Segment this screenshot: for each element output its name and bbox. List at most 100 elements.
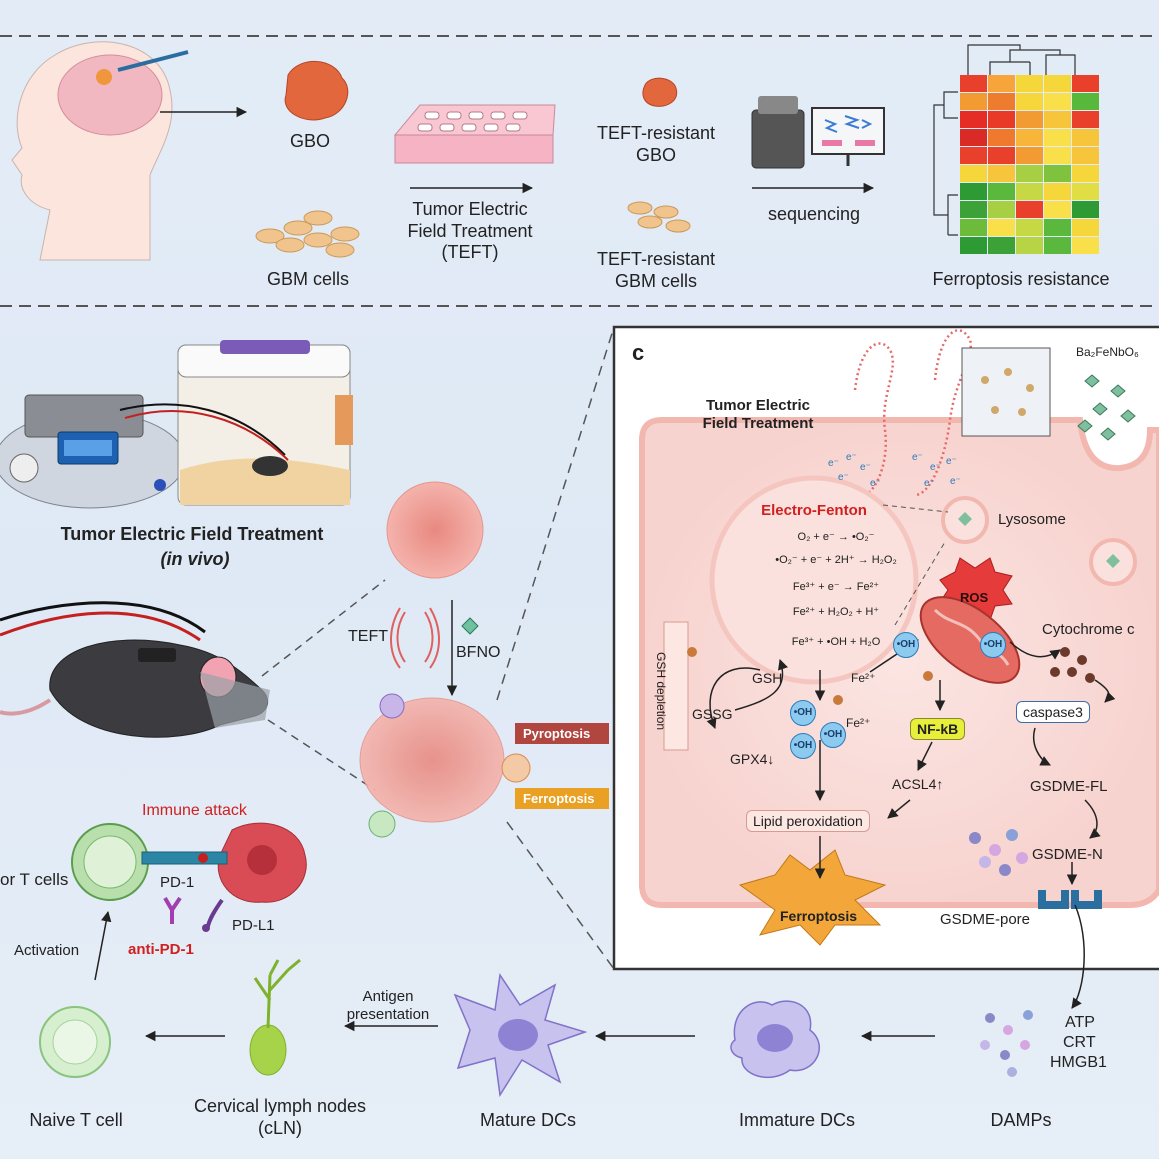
- equation-5: Fe³⁺ + •OH + H₂O: [791, 636, 881, 648]
- hydroxyl-radical-2: •OH: [980, 632, 1006, 658]
- heatmap-cell: [960, 111, 987, 128]
- heatmap-cell: [1016, 237, 1043, 254]
- label-hmgb1: HMGB1: [1050, 1054, 1107, 1071]
- electron-8: e⁻: [924, 478, 935, 489]
- heatmap-cell: [1072, 219, 1099, 236]
- label-naive-t: Naive T cell: [29, 1110, 123, 1130]
- label-ferroptosis-resistance: Ferroptosis resistance: [932, 269, 1110, 289]
- gsh-depletion-box: [663, 621, 689, 751]
- heatmap-cell: [1016, 201, 1043, 218]
- label-teft-resistant-gbm: TEFT-resistant GBM cells: [596, 249, 716, 291]
- well-plate-icon: [393, 104, 556, 164]
- heatmap-cell: [1044, 93, 1071, 110]
- heatmap-dendrogram: [933, 44, 1076, 236]
- heatmap-cell: [988, 165, 1015, 182]
- heatmap-cell: [960, 129, 987, 146]
- label-gbm-cells: GBM cells: [266, 269, 350, 289]
- heatmap-cell: [1016, 219, 1043, 236]
- heatmap-cell: [1072, 165, 1099, 182]
- hydroxyl-radical-3: •OH: [790, 700, 816, 726]
- field-waves-icon: [390, 607, 440, 669]
- heatmap-cell: [988, 219, 1015, 236]
- hydroxyl-radical-1: •OH: [893, 632, 919, 658]
- heatmap-cell: [960, 93, 987, 110]
- label-teft-c: Tumor Electric Field Treatment: [702, 397, 814, 432]
- electron-1: e⁻: [828, 458, 839, 469]
- gbo-organoid-icon: [284, 60, 349, 121]
- bfno-crystal-icon: [461, 617, 479, 635]
- heatmap-cell: [1072, 183, 1099, 200]
- heatmap-cell: [960, 183, 987, 200]
- heatmap-cell: [1072, 201, 1099, 218]
- label-teft-left: TEFT: [348, 628, 388, 645]
- label-lysosome: Lysosome: [998, 511, 1066, 528]
- heatmap-cell: [988, 75, 1015, 92]
- human-head-icon: [11, 41, 189, 261]
- label-bfno: BFNO: [456, 644, 501, 661]
- electron-9: e⁻: [950, 476, 961, 487]
- label-gsdme-fl: GSDME-FL: [1030, 778, 1108, 795]
- heatmap-cell: [1016, 165, 1043, 182]
- label-teft: Tumor Electric Field Treatment (TEFT): [407, 199, 533, 263]
- equation-2: •O₂⁻ + e⁻ + 2H⁺ → H₂O₂: [775, 554, 897, 566]
- label-in-vivo-sub: (in vivo): [160, 549, 230, 569]
- gbm-cells-icon: [255, 210, 360, 258]
- heatmap-cell: [1044, 165, 1071, 182]
- heatmap-cell: [988, 147, 1015, 164]
- heatmap-cell: [1016, 93, 1043, 110]
- heatmap-cell: [1044, 129, 1071, 146]
- label-cln: Cervical lymph nodes (cLN): [193, 1096, 367, 1138]
- label-gsh-depletion: GSH depletion: [654, 652, 668, 731]
- heatmap-cell: [960, 219, 987, 236]
- electron-5: e⁻: [912, 452, 923, 463]
- heatmap-cell: [1044, 183, 1071, 200]
- label-immune-attack: Immune attack: [142, 802, 247, 819]
- label-gssg: GSSG: [692, 706, 733, 722]
- heatmap-cell: [988, 237, 1015, 254]
- lymph-node-icon: [249, 958, 301, 1076]
- heatmap-cell: [1072, 129, 1099, 146]
- electron-7: e⁻: [946, 456, 957, 467]
- heatmap-cell: [1072, 237, 1099, 254]
- heatmap: [960, 75, 1099, 254]
- hydroxyl-radical-5: •OH: [820, 722, 846, 748]
- panel-letter-c: c: [632, 340, 645, 365]
- equation-1: O₂ + e⁻ → •O₂⁻: [797, 531, 875, 543]
- heatmap-cell: [1072, 75, 1099, 92]
- heatmap-cell: [960, 165, 987, 182]
- box-caspase3: caspase3: [1016, 701, 1090, 723]
- heatmap-cell: [1016, 129, 1043, 146]
- heatmap-cell: [1044, 219, 1071, 236]
- label-electro-fenton: Electro-Fenton: [761, 502, 867, 519]
- equation-4: Fe²⁺ + H₂O₂ + H⁺: [792, 606, 880, 618]
- heatmap-cell: [1016, 111, 1043, 128]
- label-gsh: GSH: [752, 670, 783, 686]
- heatmap-cell: [988, 129, 1015, 146]
- anti-pd1-antibody-icon: [163, 896, 182, 924]
- label-in-vivo-title: Tumor Electric Field Treatment: [60, 524, 324, 544]
- heatmap-cell: [1044, 147, 1071, 164]
- immune-cell-icon: [379, 693, 405, 719]
- electron-4: e⁻: [838, 472, 849, 483]
- heatmap-cell: [1072, 93, 1099, 110]
- label-anti-pd1: anti-PD-1: [128, 941, 194, 958]
- electron-6: e⁻: [930, 462, 941, 473]
- label-fe2-a: Fe²⁺: [851, 671, 876, 685]
- box-nfkb: NF-kB: [910, 718, 966, 740]
- tag-ferroptosis: Ferroptosis: [515, 788, 609, 809]
- heatmap-cell: [960, 75, 987, 92]
- label-gpx4: GPX4↓: [730, 751, 775, 767]
- electron-2: e⁻: [846, 452, 857, 463]
- heatmap-cell: [1072, 111, 1099, 128]
- label-crt: CRT: [1063, 1034, 1096, 1051]
- label-fe2-b: Fe²⁺: [846, 716, 871, 730]
- heatmap-cell: [1016, 147, 1043, 164]
- label-antigen: Antigen presentation: [346, 988, 430, 1023]
- heatmap-cell: [1044, 201, 1071, 218]
- label-cytochrome-c: Cytochrome c: [1042, 621, 1135, 638]
- heatmap-cell: [1044, 111, 1071, 128]
- heatmap-cell: [988, 183, 1015, 200]
- label-mature-dcs: Mature DCs: [479, 1110, 577, 1130]
- label-atp: ATP: [1065, 1014, 1095, 1031]
- tumor-before-icon: [386, 481, 484, 579]
